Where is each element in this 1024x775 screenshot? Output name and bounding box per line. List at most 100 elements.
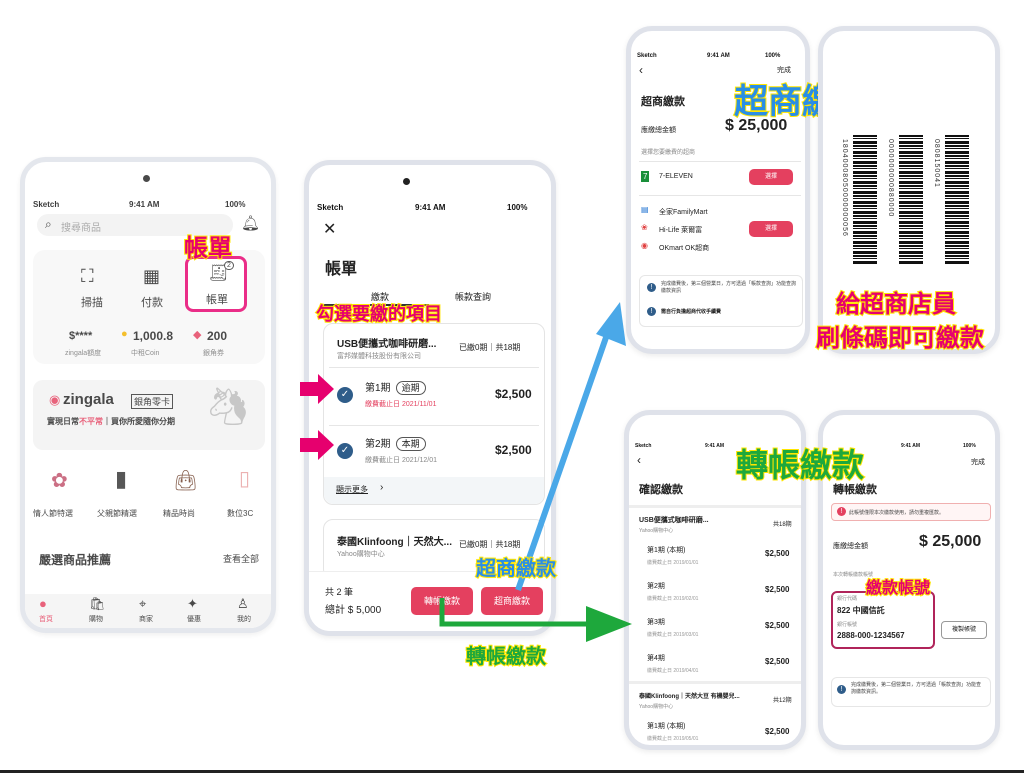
- home-icon[interactable]: ●: [39, 596, 47, 611]
- category-digital[interactable]: ▯ 數位3C: [219, 464, 271, 526]
- store-name: 7-ELEVEN: [659, 173, 693, 180]
- checkbox-checked-icon[interactable]: ✓: [337, 443, 353, 459]
- note-text: 需自行負擔超商代收手續費: [661, 309, 722, 315]
- location-pin-icon[interactable]: ⌖: [139, 596, 147, 611]
- chevron-right-icon: ›: [380, 482, 384, 493]
- annotation-transfer-label: 轉帳繳款: [465, 645, 547, 669]
- phone-barcode: 18040008050000000056 0000000000880000 08…: [818, 26, 1000, 354]
- barcode-number: 0000000000880000: [887, 139, 894, 218]
- account-hint: 本次轉帳繳款帳號: [833, 572, 874, 578]
- barcode-2-icon: [899, 135, 923, 265]
- tab-history[interactable]: 帳款查詢: [455, 292, 492, 302]
- copy-account-button[interactable]: 複製帳號: [941, 621, 987, 639]
- period-label: 第1期逾期: [365, 379, 426, 395]
- warning-icon: !: [837, 507, 846, 516]
- select-7-eleven-button[interactable]: 選擇: [749, 169, 793, 185]
- due-date: 繳費截止日 2019/04/01: [647, 668, 699, 674]
- bill-button[interactable]: 🧾︎ 2 帳單: [185, 256, 247, 312]
- done-button[interactable]: 完成: [971, 459, 985, 466]
- show-more-link[interactable]: 顯示更多: [336, 485, 368, 494]
- phone-bill: Sketch 9:41 AM 100% ✕ 帳單 繳款 帳款查詢 USB便攜式咖…: [304, 160, 556, 636]
- note-text: 完成繳費後，第三個營業日，方可透過「帳款查詢」功能查詢繳款資訊: [661, 281, 797, 294]
- period-label: 第3期: [647, 619, 665, 626]
- row-amount: $2,500: [765, 585, 790, 594]
- info-box: [831, 677, 991, 707]
- period-label: 第4期: [647, 655, 665, 662]
- user-icon[interactable]: ♙: [237, 596, 249, 611]
- scan-icon[interactable]: ⛶: [81, 266, 94, 286]
- tab-me[interactable]: 我的: [237, 616, 251, 623]
- merchant-progress: 已繳0期｜共18期: [459, 343, 521, 352]
- merchant-company: Yahoo購物中心: [639, 528, 674, 534]
- page-title: 超商繳款: [641, 96, 685, 108]
- search-input[interactable]: ⌕ 搜尋商品: [37, 214, 233, 236]
- total-amount: $ 25,000: [919, 533, 982, 550]
- gift-icon[interactable]: ✦: [187, 596, 198, 611]
- due-date: 繳費截止日 2019/01/01: [647, 560, 699, 566]
- coin-amount: 1,000.8: [133, 329, 174, 343]
- done-button[interactable]: 完成: [777, 67, 791, 74]
- see-all-link[interactable]: 查看全部: [223, 554, 260, 564]
- period-label: 第2期: [647, 583, 665, 590]
- tab-shop[interactable]: 購物: [89, 616, 103, 623]
- phone-transfer: 9:41 AM 100% 完成 轉帳繳款 ! 此帳號僅限本次繳款使用，請勿重複匯…: [818, 410, 1000, 750]
- arrow-to-transfer-icon: [439, 598, 632, 642]
- category-row: ✿ 情人節特選 ▮ 父親節精選 👜︎ 精品時尚 ▯ 數位3C: [29, 464, 271, 526]
- coupon-label: 銀角券: [203, 350, 224, 357]
- merchant-name: USB便攜式咖啡研磨...: [337, 339, 437, 350]
- bell-icon[interactable]: 🔔︎: [241, 215, 261, 232]
- qr-pay-icon[interactable]: ▦: [143, 266, 161, 286]
- bill-item-row[interactable]: ✓ 第2期本期 繳費截止日 2021/12/01 $2,500: [323, 427, 545, 479]
- section-title: 嚴選商品推薦: [39, 553, 112, 567]
- merchant-total: 共12期: [773, 698, 792, 704]
- shopping-bag-icon[interactable]: 🛍︎: [89, 596, 106, 611]
- tab-deals[interactable]: 優惠: [187, 616, 201, 623]
- battery: 100%: [225, 200, 246, 209]
- item-amount: $2,500: [495, 443, 532, 457]
- promo-banner[interactable]: ◉ zingala 銀角零卡 實現日常不平常｜買你所愛隨你分期 🦄︎: [33, 380, 265, 450]
- account-number-label: 銀行帳號: [837, 622, 858, 628]
- tab-home[interactable]: 首頁: [39, 616, 53, 623]
- credit-amount: $****: [69, 330, 93, 342]
- back-chevron-icon[interactable]: ‹: [637, 453, 641, 467]
- back-chevron-icon[interactable]: ‹: [639, 63, 643, 77]
- show-more-bar[interactable]: 顯示更多 ›: [324, 477, 544, 504]
- clock: 9:41 AM: [129, 200, 160, 209]
- shaver-icon: ▮: [115, 466, 128, 491]
- scan-label[interactable]: 掃描: [81, 297, 103, 309]
- warning-box: [831, 503, 991, 521]
- phone-confirm: Sketch 9:41 AM ‹ 確認繳款 USB便攜式咖啡研磨... Yaho…: [624, 410, 806, 750]
- store-name: 全家FamilyMart: [659, 209, 708, 216]
- total-amount: $ 25,000: [725, 117, 788, 134]
- credit-label: zingala額度: [65, 350, 102, 357]
- item-amount: $2,500: [495, 387, 532, 401]
- bill-label: 帳單: [206, 294, 228, 306]
- pink-arrow-icon: [300, 374, 334, 404]
- checkbox-checked-icon[interactable]: ✓: [337, 387, 353, 403]
- merchant-progress: 已繳0期｜共18期: [459, 540, 521, 549]
- category-luxury[interactable]: 👜︎ 精品時尚: [157, 464, 213, 526]
- annotation-account-number: 繳款帳號: [865, 579, 931, 598]
- category-label: 情人節特選: [33, 509, 73, 518]
- status-bar: 9:41 AM 100%: [901, 443, 976, 449]
- info-icon: !: [837, 685, 846, 694]
- store-pay-button[interactable]: 超商繳款: [481, 587, 543, 615]
- period-label: 第2期本期: [365, 435, 426, 451]
- tab-pay[interactable]: 繳款: [371, 292, 390, 302]
- tab-merchants[interactable]: 商家: [139, 616, 153, 623]
- bill-badge: 2: [224, 261, 234, 270]
- category-fathers-day[interactable]: ▮ 父親節精選: [95, 464, 151, 526]
- select-store-button[interactable]: 選擇: [749, 221, 793, 237]
- due-date: 繳費截止日 2019/05/01: [647, 736, 699, 742]
- status-bar: Sketch 9:41 AM: [635, 443, 724, 449]
- coin-label: 中租Coin: [131, 350, 160, 357]
- pay-label[interactable]: 付款: [141, 297, 163, 309]
- merchant-company: Yahoo購物中心: [639, 704, 674, 710]
- bill-item-row[interactable]: ✓ 第1期逾期 繳費截止日 2021/11/01 $2,500: [323, 371, 545, 423]
- row-amount: $2,500: [765, 621, 790, 630]
- category-valentine[interactable]: ✿ 情人節特選: [33, 464, 89, 526]
- coin-icon: ●: [121, 328, 128, 340]
- merchant-name: USB便攜式咖啡研磨...: [639, 517, 709, 524]
- close-icon[interactable]: ✕: [323, 221, 337, 238]
